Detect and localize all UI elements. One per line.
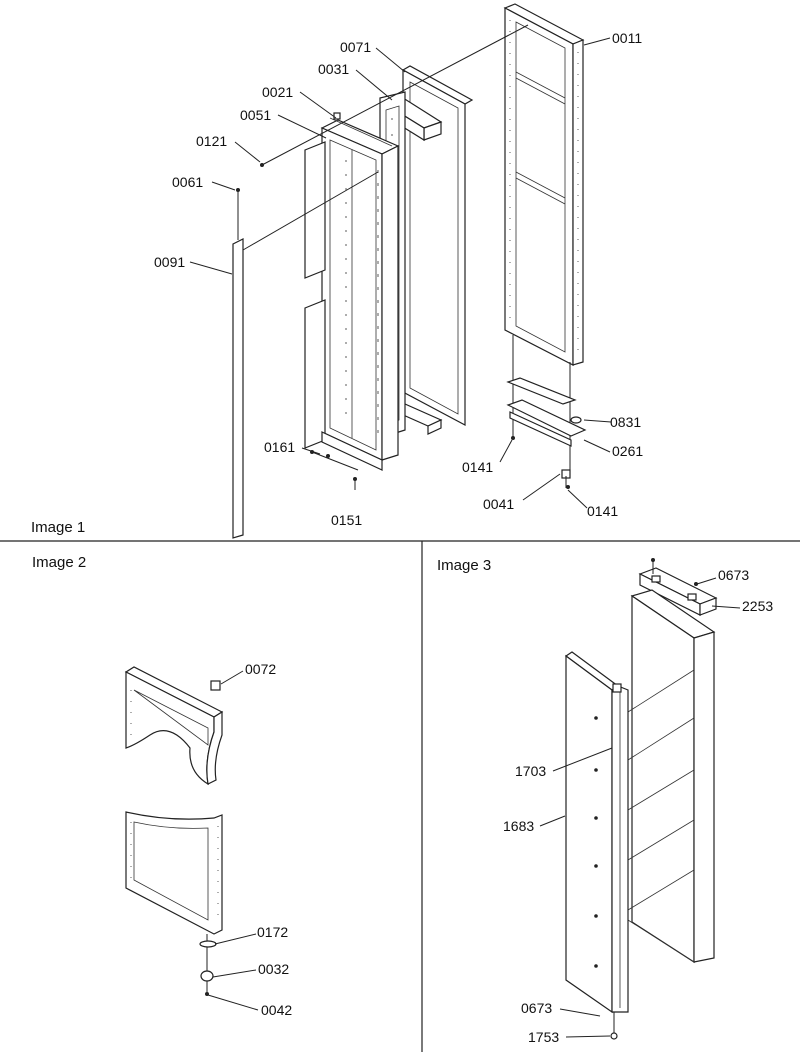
- label-0041: 0041: [483, 496, 514, 512]
- label-1753: 1753: [528, 1029, 559, 1045]
- image1-drawing: [189, 3, 612, 539]
- label-0121: 0121: [196, 133, 227, 149]
- inner-door-dike: [304, 112, 400, 471]
- bottom-hinge-parts: [506, 335, 587, 489]
- trim-strip-0091: [232, 188, 244, 539]
- image2-drawing: [124, 666, 259, 1011]
- label-1703: 1703: [515, 763, 546, 779]
- label-1683: 1683: [503, 818, 534, 834]
- label-0673-bottom: 0673: [521, 1000, 552, 1016]
- label-0161: 0161: [264, 439, 295, 455]
- label-0261: 0261: [612, 443, 643, 459]
- image3-drawing: [539, 558, 741, 1040]
- panel-title-image2: Image 2: [32, 554, 86, 571]
- label-0011: 0011: [612, 30, 642, 46]
- label-0032: 0032: [258, 961, 289, 977]
- label-0061: 0061: [172, 174, 203, 190]
- door-frame-0011: [503, 3, 585, 366]
- label-0172: 0172: [257, 924, 288, 940]
- label-0072: 0072: [245, 661, 276, 677]
- label-0673-top: 0673: [718, 567, 749, 583]
- label-0021: 0021: [262, 84, 293, 100]
- label-0042: 0042: [261, 1002, 292, 1018]
- panel-title-image1: Image 1: [31, 519, 85, 536]
- panel-title-image3: Image 3: [437, 557, 491, 574]
- label-0091: 0091: [154, 254, 185, 270]
- label-0071: 0071: [340, 39, 371, 55]
- gasket-0071: [401, 65, 474, 426]
- label-0831: 0831: [610, 414, 641, 430]
- label-0051: 0051: [240, 107, 271, 123]
- label-0031: 0031: [318, 61, 349, 77]
- label-0141-right: 0141: [587, 503, 618, 519]
- label-2253: 2253: [742, 598, 773, 614]
- label-0141-left: 0141: [462, 459, 493, 475]
- label-0151: 0151: [331, 512, 362, 528]
